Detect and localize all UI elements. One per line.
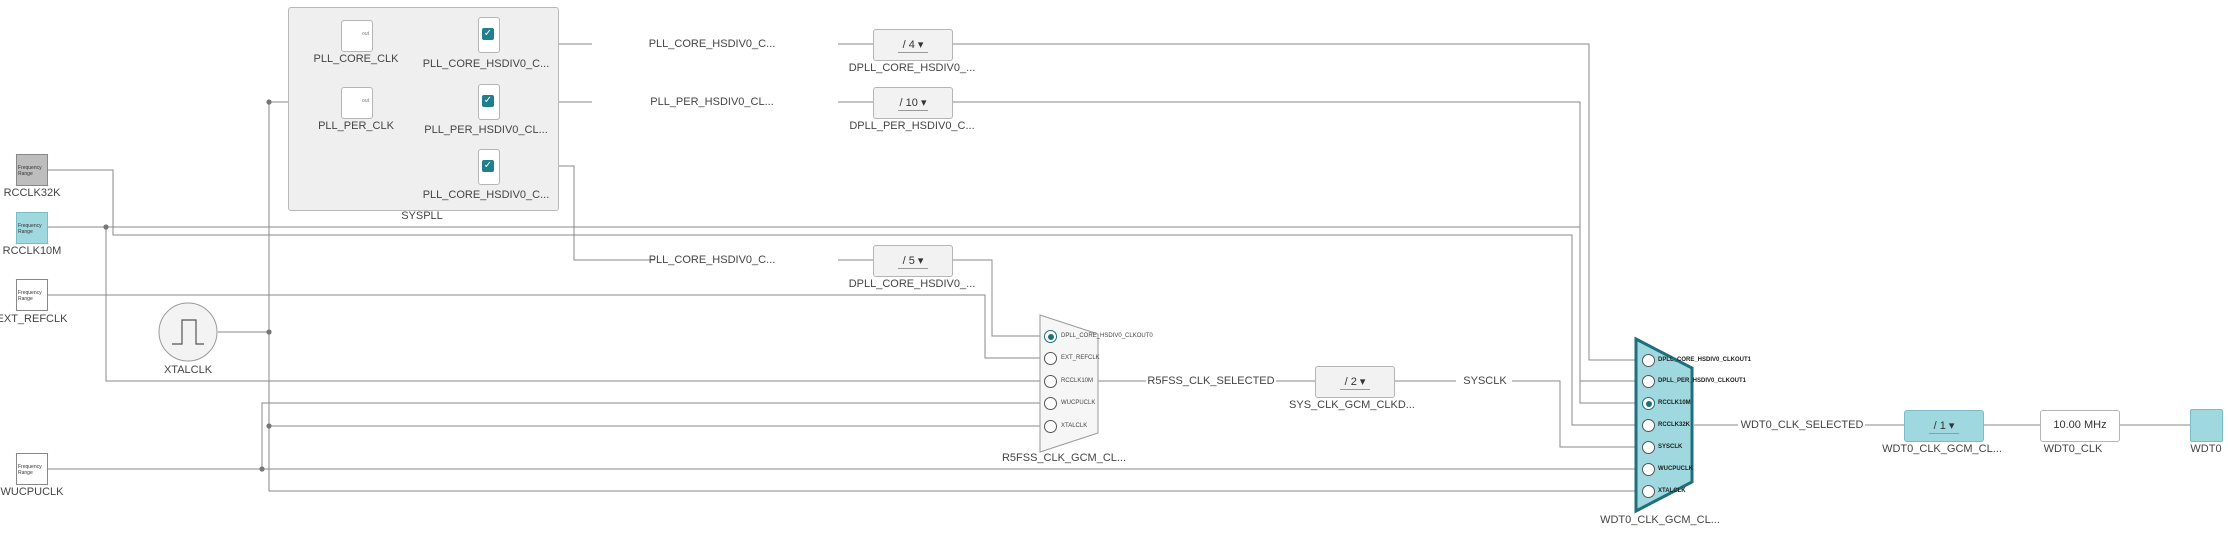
checkmark-icon: ✓: [482, 95, 494, 107]
r5fss-mux-input-3: RCCLK10M: [1061, 378, 1094, 384]
divider-value: / 2 ▾: [1344, 376, 1366, 388]
r5fss-mux-radio-3[interactable]: [1044, 375, 1057, 388]
source-label-rcclk32k: RCCLK32K: [3, 187, 61, 199]
xtalclk-oscillator-icon: [158, 302, 218, 362]
r5fss-mux-input-5: XTALCLK: [1061, 423, 1088, 429]
source-label-ext-refclk: EXT_REFCLK: [0, 313, 68, 325]
divider-label-1: DPLL_CORE_HSDIV0_...: [848, 62, 976, 74]
divider-value: / 5 ▾: [902, 255, 924, 267]
pll-per-clk-box[interactable]: out: [341, 87, 373, 119]
wdt0-mux-input-6: WUCPUCLK: [1658, 466, 1693, 472]
divider-label-2: DPLL_PER_HSDIV0_C...: [849, 120, 975, 132]
divider-dpll-core-2[interactable]: / 5 ▾: [873, 245, 953, 277]
wdt0-mux-radio-6[interactable]: [1642, 463, 1655, 476]
r5fss-clk-selected-label: R5FSS_CLK_SELECTED: [1147, 375, 1275, 387]
divider-dpll-core-1[interactable]: / 4 ▾: [873, 29, 953, 61]
frequency-range-text: Frequency Range: [18, 223, 42, 235]
frequency-range-text: Frequency Range: [18, 464, 42, 476]
divider-wdt0-clk[interactable]: / 1 ▾: [1904, 410, 1984, 442]
wdt0-mux-input-2: DPLL_PER_HSDIV0_CLKOUT1: [1658, 378, 1747, 384]
wdt0-block[interactable]: [2190, 409, 2223, 442]
divider-value: / 1 ▾: [1933, 420, 1955, 432]
wdt0-mux-input-7: XTALCLK: [1658, 488, 1686, 494]
r5fss-mux-radio-1[interactable]: [1044, 330, 1057, 343]
wdt0-mux-label: WDT0_CLK_GCM_CL...: [1600, 514, 1720, 526]
wdt0-mux-radio-5[interactable]: [1642, 441, 1655, 454]
wdt0-mux-radio-7[interactable]: [1642, 485, 1655, 498]
wdt0-mux-input-5: SYSCLK: [1658, 444, 1683, 450]
frequency-range-text: Frequency Range: [18, 290, 42, 302]
pll-per-clk-label: PLL_PER_CLK: [318, 120, 394, 132]
pll-output-label-3: PLL_CORE_HSDIV0_C...: [422, 189, 550, 201]
divider-value: / 4 ▾: [902, 39, 924, 51]
signal-label-1: PLL_CORE_HSDIV0_C...: [648, 38, 776, 50]
wdt0-mux-input-4: RCCLK32K: [1658, 422, 1691, 428]
signal-label-2: PLL_PER_HSDIV0_CL...: [650, 96, 774, 108]
divider-dpll-per[interactable]: / 10 ▾: [873, 87, 953, 119]
pll-per-clk-badge: out: [362, 98, 369, 104]
syspll-label: SYSPLL: [401, 210, 443, 222]
checkmark-icon: ✓: [482, 160, 494, 172]
pll-output-checkbox-1[interactable]: ✓: [478, 17, 500, 53]
wdt0-mux-radio-2[interactable]: [1642, 375, 1655, 388]
wdt0-mux-input-3: RCCLK10M: [1658, 400, 1691, 406]
wdt0-mux-input-1: DPLL_CORE_HSDIV0_CLKOUT1: [1658, 357, 1752, 363]
pll-output-label-1: PLL_CORE_HSDIV0_C...: [422, 58, 550, 70]
frequency-range-text: Frequency Range: [18, 165, 42, 177]
wdt0-clk-frequency[interactable]: 10.00 MHz: [2040, 410, 2120, 442]
r5fss-mux-shape: [1039, 314, 1099, 453]
divider-label-3: DPLL_CORE_HSDIV0_...: [848, 278, 976, 290]
pll-core-clk-label: PLL_CORE_CLK: [313, 53, 399, 65]
source-label-rcclk10m: RCCLK10M: [2, 245, 62, 257]
r5fss-mux-label: R5FSS_CLK_GCM_CL...: [1001, 452, 1127, 464]
wdt0-mux-radio-3[interactable]: [1642, 397, 1655, 410]
source-rcclk10m[interactable]: Frequency Range: [16, 212, 48, 244]
wdt0-clk-selected-label: WDT0_CLK_SELECTED: [1740, 419, 1864, 431]
divider-sys-clk[interactable]: / 2 ▾: [1315, 366, 1395, 398]
r5fss-mux-input-2: EXT_REFCLK: [1061, 355, 1100, 361]
pll-output-label-2: PLL_PER_HSDIV0_CL...: [424, 124, 548, 136]
wdt0-mux-radio-1[interactable]: [1642, 354, 1655, 367]
divider-value: / 10 ▾: [899, 97, 927, 109]
divider-label-4: SYS_CLK_GCM_CLKD...: [1289, 399, 1415, 411]
pll-core-clk-box[interactable]: out: [341, 20, 373, 52]
r5fss-mux-input-1: DPLL_CORE_HSDIV0_CLKOUT0: [1061, 333, 1153, 339]
signal-label-3: PLL_CORE_HSDIV0_C...: [648, 254, 776, 266]
source-label-xtalclk: XTALCLK: [163, 364, 213, 376]
wdt0-mux-radio-4[interactable]: [1642, 419, 1655, 432]
r5fss-mux-radio-4[interactable]: [1044, 397, 1057, 410]
source-wucpuclk[interactable]: Frequency Range: [16, 453, 48, 485]
r5fss-mux-input-4: WUCPUCLK: [1061, 400, 1096, 406]
pll-output-checkbox-2[interactable]: ✓: [478, 84, 500, 120]
checkmark-icon: ✓: [482, 28, 494, 40]
frequency-value: 10.00 MHz: [2053, 419, 2107, 431]
wdt0-label: WDT0: [2190, 443, 2222, 455]
pll-output-checkbox-3[interactable]: ✓: [478, 149, 500, 185]
source-label-wucpuclk: WUCPUCLK: [0, 486, 64, 498]
r5fss-mux-radio-2[interactable]: [1044, 352, 1057, 365]
wdt0-clk-label: WDT0_CLK: [2043, 443, 2103, 455]
source-rcclk32k[interactable]: Frequency Range: [16, 154, 48, 186]
r5fss-mux-radio-5[interactable]: [1044, 420, 1057, 433]
divider-label-5: WDT0_CLK_GCM_CL...: [1882, 443, 2002, 455]
syspll-block[interactable]: [288, 7, 559, 211]
sysclk-label: SYSCLK: [1463, 375, 1507, 387]
pll-core-clk-badge: out: [362, 31, 369, 37]
source-ext-refclk[interactable]: Frequency Range: [16, 279, 48, 311]
